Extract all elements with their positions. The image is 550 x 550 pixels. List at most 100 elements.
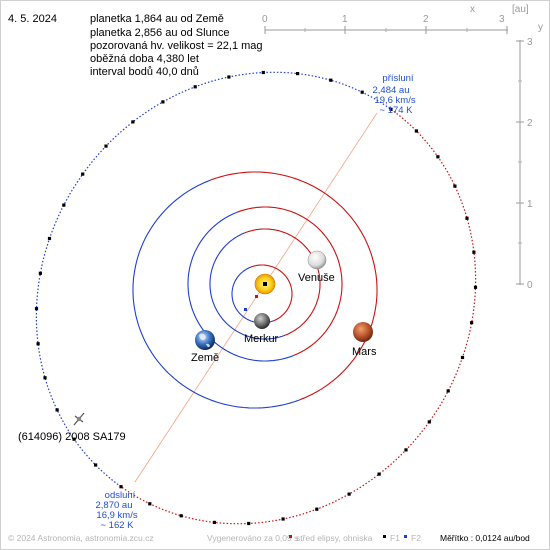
orbit-interval-point [34,307,39,311]
orbit-interval-point [47,236,52,241]
orbit-interval-point [470,321,474,325]
venus-orbit-blue [209,232,286,340]
orbit-interval-point [389,107,393,111]
mars-orbit-red [209,171,378,401]
orbit-interval-point [94,463,98,467]
orbit-interval-point [148,502,152,506]
footer-center-legend: střed elipsy, ohniska [296,533,373,543]
asteroid-orbit [34,70,478,526]
info-line-earth-distance: planetka 1,864 au od Země [90,13,224,25]
earth: Země [191,330,219,364]
orbit-interval-point [62,203,66,207]
orbit-interval-point [36,342,40,346]
orbit-interval-point [247,521,251,526]
orbit-interval-point [329,78,333,82]
aphelion-speed: 19,6 km/s [374,95,415,106]
orbit-interval-point [38,271,42,275]
orbit-interval-point [55,408,59,412]
info-line-interval: interval bodů 40,0 dnů [90,66,199,78]
info-line-magnitude: pozorovaná hv. velikost = 22,1 mag [90,40,263,52]
y-axis-label: y [538,22,543,33]
earth-orbit-blue [187,211,294,362]
asteroid-orbit-blue [35,71,392,488]
orbit-interval-point [473,285,478,289]
orbit-interval-point [460,355,465,360]
venus: Venuše [298,250,335,284]
mars-label: Mars [352,346,377,358]
mercury-label: Merkur [244,333,279,345]
perihelion-distance: 2,870 au [96,500,133,511]
mercury: Merkur [244,313,279,345]
orbit-interval-point [43,376,47,380]
orbit-interval-point [131,120,135,124]
date-label: 4. 5. 2024 [8,13,57,25]
asteroid-marker: (614096) 2008 SA179 [18,412,126,443]
orbit-interval-point [161,100,165,104]
orbit-interval-point [446,389,450,393]
x-tick-0: 0 [262,14,268,25]
orbit-interval-point [404,448,408,452]
orbit-interval-point [453,184,457,188]
orbit-interval-point [377,472,381,476]
aphelion-title: přísluní [382,73,414,84]
x-tick-3: 3 [499,14,505,25]
asteroid-label: (614096) 2008 SA179 [18,431,126,443]
x-tick-2: 2 [423,14,429,25]
aphelion-temp: ~ 174 K [379,105,413,116]
footer-f1: F1 [390,533,400,543]
orbit-interval-point [360,90,364,94]
orbit-interval-point [104,144,108,148]
x-tick-1: 1 [342,14,348,25]
planet-orbits [132,171,378,409]
orbit-interval-point [436,155,440,159]
orbit-interval-point [296,72,300,76]
mars-orbit-blue [132,179,301,409]
y-tick-0: 0 [527,280,533,291]
orbit-interval-point [315,507,319,511]
x-axis: 0 1 2 3 x [au] [262,4,529,34]
info-line-period: oběžná doba 4,380 let [90,53,199,65]
orbit-interval-point [414,129,418,133]
orbit-interval-point [261,70,265,75]
orbit-interval-point [193,85,197,89]
venus-label: Venuše [298,272,335,284]
orbit-interval-point [281,517,285,521]
legend-f2-swatch [404,535,407,538]
footer-f2: F2 [411,533,421,543]
sun [254,273,276,295]
earth-label: Země [191,352,219,364]
orbit-interval-point [465,216,469,220]
footer-copyright: © 2024 Astronomia, astronomia.zcu.cz [8,533,154,543]
orbit-interval-point [81,172,85,176]
perihelion-info: odsluní 2,870 au 16,9 km/s ~ 162 K [96,490,138,531]
legend-center-swatch [289,535,292,538]
legend-f1-swatch [383,535,386,538]
orbit-interval-point [227,75,231,79]
orbit-interval-point [472,250,476,254]
mercury-orbit-red [250,264,293,322]
perihelion-temp: ~ 162 K [100,520,134,531]
ellipse-center-marker [255,295,258,298]
focus-f2-marker [244,308,247,311]
y-axis: 3 2 1 0 y [516,22,543,291]
info-line-sun-distance: planetka 2,856 au od Slunce [90,27,229,39]
perihelion-speed: 16,9 km/s [96,510,137,521]
y-tick-2: 2 [527,118,533,129]
y-tick-3: 3 [527,37,533,48]
orbit-interval-point [179,514,183,518]
orbit-interval-point [212,520,216,524]
aphelion-distance: 2,484 au [373,85,410,96]
orbit-interval-point [119,485,123,489]
mars: Mars [352,322,377,358]
axis-unit-label: [au] [512,4,529,15]
perihelion-title: odsluní [105,490,136,501]
x-axis-label: x [470,4,475,15]
y-tick-1: 1 [527,199,533,210]
earth-orbit-red [236,206,343,357]
aphelion-info: přísluní 2,484 au 19,6 km/s ~ 174 K [373,73,416,116]
orbit-interval-point [427,420,431,424]
footer-scale: Měřítko : 0,0124 au/bod [440,533,530,543]
